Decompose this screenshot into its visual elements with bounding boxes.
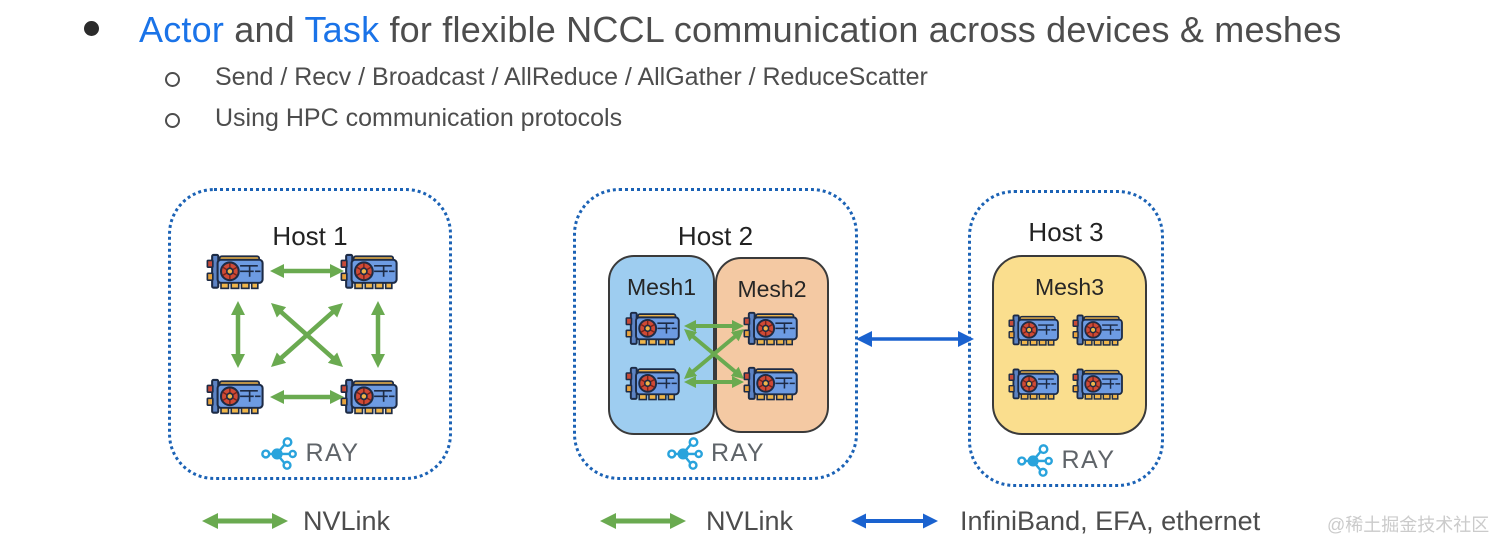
bullet-icon	[84, 21, 99, 36]
host3-label: Host 3	[1028, 217, 1104, 247]
ray-logo-icon	[1016, 443, 1054, 477]
gpu-icon	[1008, 309, 1061, 352]
legend-nvlink-label-2: NVLink	[706, 506, 794, 536]
gpu-icon	[340, 248, 400, 296]
host1-box: Host 1	[168, 188, 452, 480]
legend-nvlink-arrow-icon	[600, 513, 686, 529]
ray-logo: RAY	[576, 436, 855, 470]
legend-infiniband-label: InfiniBand, EFA, ethernet	[960, 506, 1261, 536]
host2-label: Host 2	[677, 221, 754, 251]
legend-nvlink-label-1: NVLink	[303, 506, 391, 536]
host2-box: Host 2 Mesh2 Mesh1	[573, 188, 858, 480]
sub-bullet-icon	[165, 72, 180, 87]
sub-bullet-icon	[165, 113, 180, 128]
mesh2-label: Mesh2	[737, 276, 807, 302]
gpu-icon	[1072, 363, 1125, 406]
ray-logo-text: RAY	[1061, 445, 1116, 474]
host1-label: Host 1	[272, 221, 348, 251]
title-text: and	[224, 9, 305, 50]
title-text-rest: for flexible NCCL communication across d…	[379, 9, 1342, 50]
gpu-icon	[1008, 363, 1061, 406]
bullet-protocols: Using HPC communication protocols	[215, 104, 623, 132]
legend-infiniband-arrow-icon	[851, 513, 938, 529]
page-title: Actor and Task for flexible NCCL communi…	[139, 9, 1342, 51]
mesh3-label: Mesh3	[1034, 274, 1105, 300]
bullet-collectives: Send / Recv / Broadcast / AllReduce / Al…	[215, 63, 928, 91]
ray-logo-text: RAY	[305, 438, 360, 467]
ray-logo-text: RAY	[710, 438, 766, 467]
legend-nvlink-arrow-icon	[202, 513, 288, 529]
gpu-icon	[625, 306, 682, 352]
ray-logo: RAY	[171, 436, 449, 470]
title-keyword-task: Task	[304, 9, 380, 50]
title-keyword-actor: Actor	[139, 9, 225, 50]
ray-logo: RAY	[971, 443, 1161, 477]
gpu-icon	[625, 361, 682, 407]
gpu-icon	[743, 361, 800, 407]
gpu-icon	[206, 248, 266, 296]
host3-box: Host 3 Mesh3	[968, 190, 1164, 487]
mesh1-label: Mesh1	[626, 274, 697, 300]
gpu-icon	[340, 373, 400, 421]
ray-logo-icon	[666, 436, 704, 470]
gpu-icon	[206, 373, 266, 421]
gpu-icon	[1072, 309, 1125, 352]
infiniband-arrow	[856, 331, 974, 347]
watermark: @稀土掘金技术社区	[1327, 515, 1490, 535]
ray-logo-icon	[260, 436, 298, 470]
gpu-icon	[743, 306, 800, 352]
